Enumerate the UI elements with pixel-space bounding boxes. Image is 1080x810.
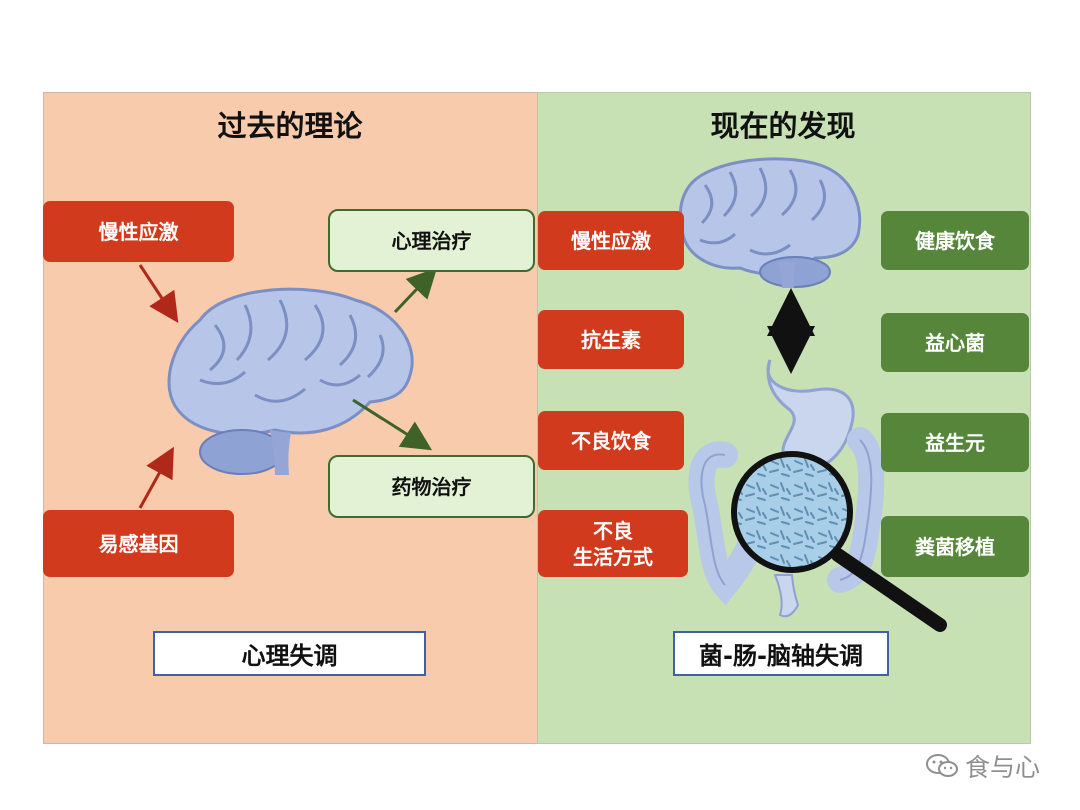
verdict-microbiota-gut-brain-axis-disorder: 菌-肠-脑轴失调 <box>673 631 889 676</box>
treatment-psychotherapy: 心理治疗 <box>328 209 535 272</box>
past-theory-title: 过去的理论 <box>217 109 363 143</box>
cause-chronic-stress-left: 慢性应激 <box>43 201 234 262</box>
treatment-medication: 药物治疗 <box>328 455 535 518</box>
cause-chronic-stress-right: 慢性应激 <box>538 211 684 270</box>
watermark-text: 食与心 <box>965 753 1041 782</box>
current-findings-title: 现在的发现 <box>710 109 856 143</box>
right-brain-illustration <box>678 157 862 288</box>
cause-susceptibility-genes: 易感基因 <box>43 510 234 577</box>
treatment-healthy-diet: 健康饮食 <box>881 211 1029 270</box>
arrow-brain-to-medication <box>352 398 433 451</box>
cause-antibiotics: 抗生素 <box>538 310 684 369</box>
arrow-genes-to-brain <box>138 446 174 509</box>
cause-poor-lifestyle: 不良 生活方式 <box>538 510 688 577</box>
cause-poor-diet: 不良饮食 <box>538 411 684 470</box>
arrow-brain-to-psychotherapy <box>393 267 438 314</box>
arrow-stress-to-brain <box>138 264 179 324</box>
left-brain-illustration <box>167 287 414 475</box>
wechat-icon <box>926 754 958 777</box>
treatment-fecal-transplant: 粪菌移植 <box>881 516 1029 577</box>
verdict-psychological-disorder: 心理失调 <box>153 631 426 676</box>
watermark: 食与心 <box>925 748 1040 784</box>
treatment-prebiotics: 益生元 <box>881 413 1029 472</box>
treatment-psychobiotics: 益心菌 <box>881 313 1029 372</box>
magnifier-microbes-illustration <box>731 451 947 632</box>
